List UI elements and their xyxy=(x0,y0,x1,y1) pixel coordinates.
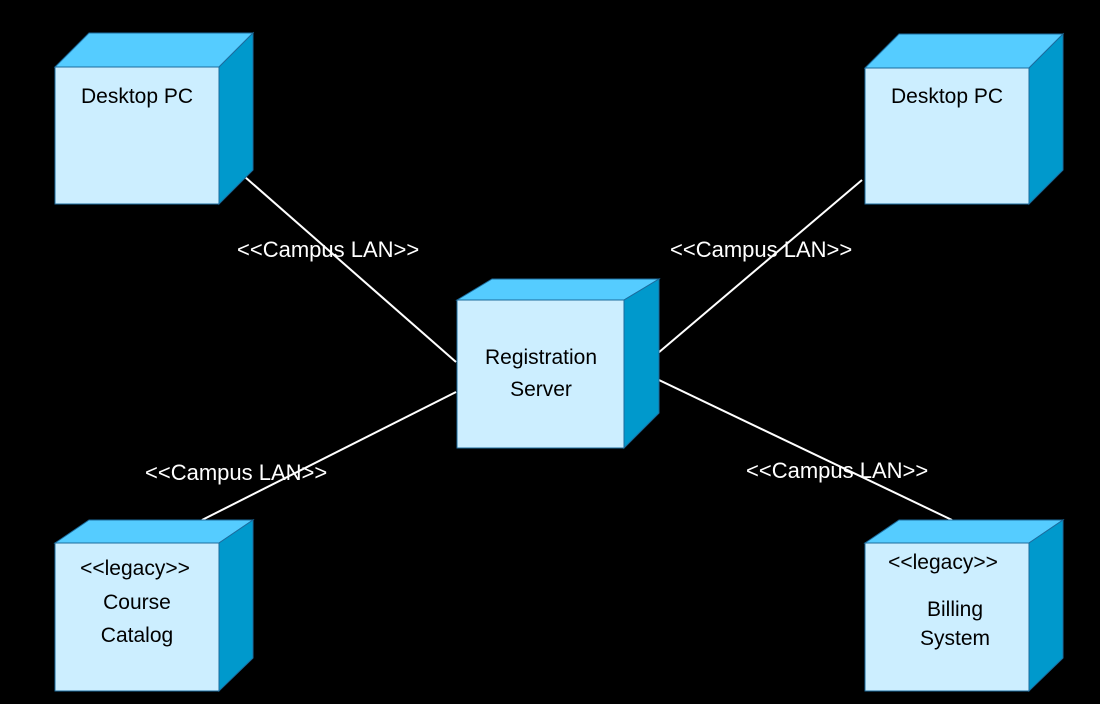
link-label-desktop-right: <<Campus LAN>> xyxy=(670,237,852,262)
node-top-face xyxy=(53,32,255,68)
node-desktop-pc-left[interactable]: Desktop PC xyxy=(53,31,255,206)
node-label-line-1: Billing xyxy=(927,598,983,621)
node-label-line-2: System xyxy=(920,627,990,650)
node-stereotype: <<legacy>> xyxy=(888,551,998,574)
node-label-line-1: Course xyxy=(103,591,171,614)
link-line-course-catalog xyxy=(201,391,457,521)
node-label-line-2: Catalog xyxy=(101,624,173,647)
node-label: Desktop PC xyxy=(891,85,1003,108)
node-side-face xyxy=(218,519,254,693)
node-front-face xyxy=(864,67,1030,205)
link-line-desktop-left xyxy=(244,176,457,363)
node-side-face xyxy=(1028,519,1064,693)
node-label-line-2: Server xyxy=(510,378,572,401)
node-registration-server[interactable]: Registration Server xyxy=(455,278,661,450)
link-label-billing-system: <<Campus LAN>> xyxy=(746,458,928,483)
link-labels: <<Campus LAN>> <<Campus LAN>> <<Campus L… xyxy=(145,237,928,485)
node-billing-system[interactable]: <<legacy>> Billing System xyxy=(863,519,1065,693)
link-label-desktop-left: <<Campus LAN>> xyxy=(237,237,419,262)
node-front-face xyxy=(864,542,1030,692)
node-course-catalog[interactable]: <<legacy>> Course Catalog xyxy=(53,519,255,693)
node-front-face xyxy=(54,66,220,205)
node-label-line-1: Registration xyxy=(485,346,597,369)
link-label-course-catalog: <<Campus LAN>> xyxy=(145,460,327,485)
link-line-billing-system xyxy=(637,369,953,521)
node-desktop-pc-right[interactable]: Desktop PC xyxy=(863,32,1065,206)
node-side-face xyxy=(623,278,660,450)
link-line-desktop-right xyxy=(637,179,863,371)
node-top-face xyxy=(863,33,1065,69)
node-front-face xyxy=(456,299,625,449)
node-stereotype: <<legacy>> xyxy=(80,557,190,580)
node-label: Desktop PC xyxy=(81,85,193,108)
node-front-face xyxy=(54,542,220,692)
connections xyxy=(201,176,953,521)
